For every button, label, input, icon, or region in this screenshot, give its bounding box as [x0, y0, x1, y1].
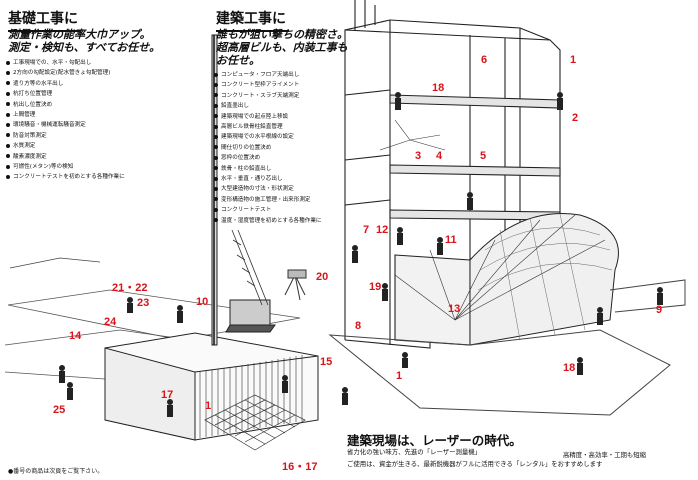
- list-item: 酸素濃度測定: [6, 152, 125, 162]
- callout-number: 5: [480, 150, 487, 162]
- callout-number: 1: [396, 370, 403, 382]
- foundation-title: 基礎工事に: [8, 7, 81, 32]
- building-subtitle-3: お任せ。: [216, 54, 260, 67]
- building-items: コンピュータ・フロア天端出し コンクリート型枠アライメント コンクリート・スラブ…: [214, 70, 322, 226]
- callout-number: 4: [436, 150, 443, 162]
- list-item: 2方向の勾配設定(配水管きょ勾配管理): [6, 68, 125, 78]
- era-right-text: 高精度・高効率・工期も短縮: [563, 451, 647, 459]
- list-item: 杭出し位置決め: [6, 100, 125, 110]
- foundation-items: 工事現場での、水平・勾配出し 2方向の勾配設定(配水管きょ勾配管理) 遣り方等の…: [6, 58, 125, 183]
- list-item: 可燃性(メタン)等の検知: [6, 162, 125, 172]
- callout-number: 11: [445, 234, 457, 246]
- list-item: 温度・湿度管理を初めとする各種作業に: [214, 216, 322, 226]
- callout-number: 17: [161, 389, 174, 401]
- list-item: コンクリートテスト: [214, 205, 322, 215]
- list-item: 建築現場での水平根線の設定: [214, 132, 322, 142]
- building-subtitle-1: 誰もが狙い撃ちの精密さ。: [216, 28, 348, 41]
- callout-number: 20: [316, 271, 329, 283]
- era-title: 建築現場は、レーザーの時代。: [347, 433, 522, 448]
- list-item: コンクリートテストを初めとする各種作業に: [6, 172, 125, 182]
- list-item: 窓枠の位置決め: [214, 153, 322, 163]
- list-item: 間仕切りの位置決め: [214, 143, 322, 153]
- callout-number: 1: [205, 400, 212, 412]
- callout-number: 18: [563, 362, 576, 374]
- callout-number: 24: [104, 316, 117, 328]
- worker-figures: [59, 92, 663, 417]
- callout-number: 23: [137, 297, 150, 309]
- dome-structure: [469, 212, 619, 346]
- callout-number: 9: [656, 304, 663, 316]
- list-item: 鉛直墨出し: [214, 101, 322, 111]
- survey-tripod: [284, 273, 306, 301]
- callout-number: 14: [69, 330, 82, 342]
- list-item: 水平・垂直・通り芯出し: [214, 174, 322, 184]
- list-item: 鉄骨・柱の鉛直出し: [214, 164, 322, 174]
- building-frame: [344, 0, 561, 349]
- list-item: 遣り方等の水平出し: [6, 79, 125, 89]
- list-item: 水質測定: [6, 141, 125, 151]
- list-item: 工事現場での、水平・勾配出し: [6, 58, 125, 68]
- callout-number: 7: [363, 224, 370, 236]
- list-item: コンクリート・スラブ天端測定: [214, 91, 322, 101]
- callout-number: 8: [355, 320, 362, 332]
- callout-number: 10: [196, 296, 209, 308]
- list-item: 杭打ち位置管理: [6, 89, 125, 99]
- callout-number: 21・22: [112, 282, 148, 294]
- callout-number: 13: [448, 303, 461, 315]
- list-item: 環境騒音・機械運転騒音測定: [6, 120, 125, 130]
- callout-number: 3: [415, 150, 422, 162]
- era-line-1: 省力化の強い味方、先進の「レーザー測量機」: [347, 448, 482, 456]
- callout-number: 15: [320, 356, 333, 368]
- callout-number: 1: [570, 54, 577, 66]
- callout-number: 16・17: [282, 461, 318, 473]
- callout-number: 2: [572, 112, 579, 124]
- foundation-subtitle-2: 測定・検知も、すべてお任せ。: [8, 41, 161, 54]
- callout-number: 6: [481, 54, 488, 66]
- footnote: ●番号の商品は次頁をご覧下さい。: [8, 468, 104, 475]
- list-item: コンクリート型枠アライメント: [214, 80, 322, 90]
- list-item: コンピュータ・フロア天端出し: [214, 70, 322, 80]
- laser-rays: [379, 119, 606, 321]
- list-item: 上間管理: [6, 110, 125, 120]
- list-item: 高層ビル鉄骨柱鉛直管理: [214, 122, 322, 132]
- ground-plane-left: [7, 289, 301, 341]
- building-title: 建築工事に: [216, 7, 289, 32]
- list-item: 建築現場での起点陸上移設: [214, 112, 322, 122]
- list-item: 変形構造物の施工管理・出来形測定: [214, 195, 322, 205]
- callout-number: 18: [432, 82, 445, 94]
- callout-number: 12: [376, 224, 389, 236]
- building-subtitle-2: 超高層ビルも、内装工事も: [216, 41, 348, 54]
- foundation-subtitle-1: 測量作業の能率大巾アップ。: [8, 28, 151, 41]
- rebar-grid: [204, 394, 306, 451]
- crane-boom: [231, 229, 269, 306]
- list-item: 防音対策測定: [6, 131, 125, 141]
- building-base-platform: [328, 329, 671, 416]
- list-item: 大型建造物の寸法・形状測定: [214, 184, 322, 194]
- callout-number: 25: [53, 404, 66, 416]
- callout-number: 19: [369, 281, 382, 293]
- excavation-pit: [104, 332, 319, 441]
- era-line-2: ご使用は、資金が生きる、最新鋭機器がフルに活用できる「レンタル」をおすすめします: [347, 460, 603, 468]
